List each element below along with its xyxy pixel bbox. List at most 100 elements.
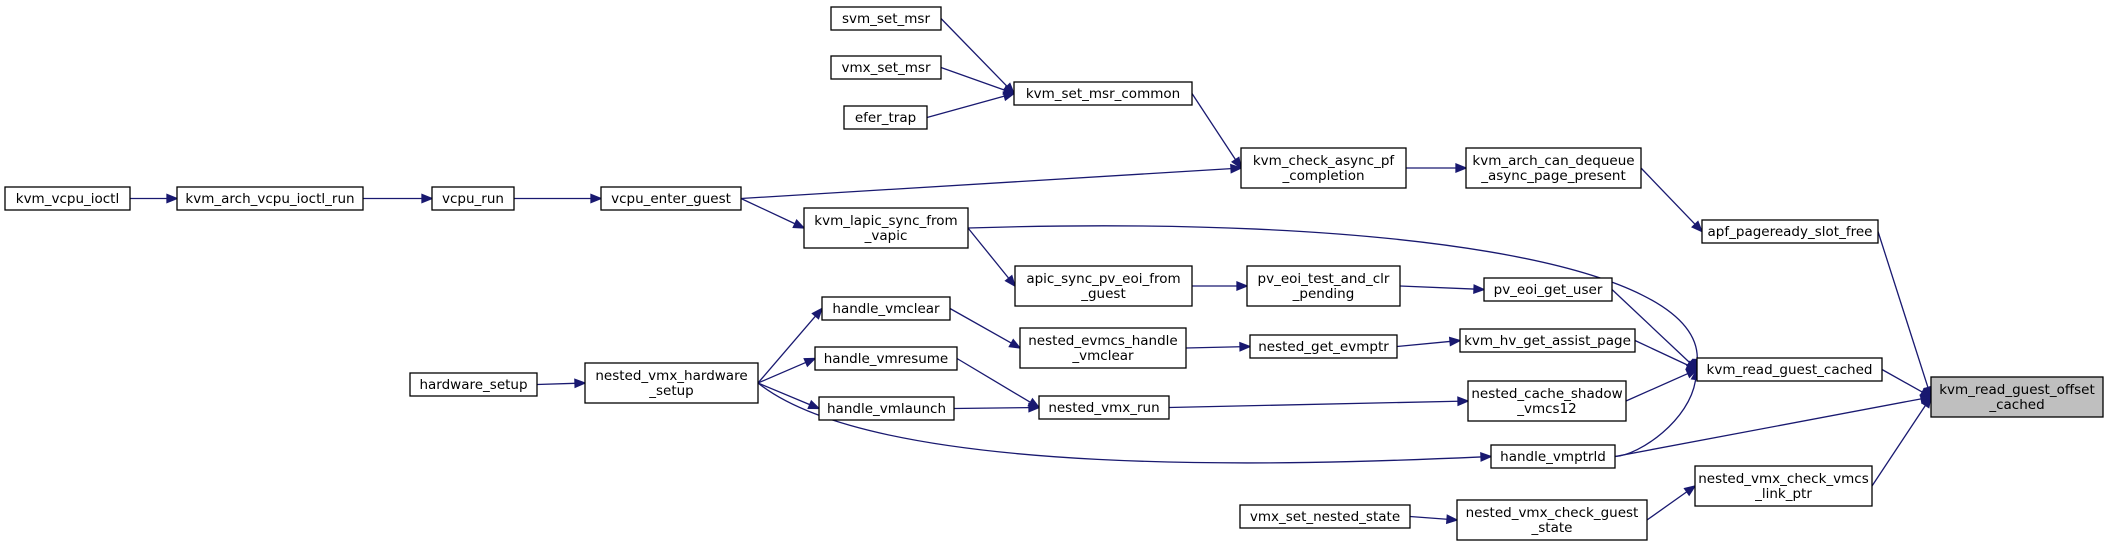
arrowhead-icon <box>792 218 806 229</box>
arrowhead-icon <box>811 307 824 320</box>
node-nested-get-evmptr[interactable]: nested_get_evmptr <box>1249 334 1398 359</box>
node-kvm-arch-can-dequeue-async-page-present[interactable]: kvm_arch_can_dequeue_async_page_present <box>1465 147 1642 189</box>
node-label: handle_vmresume <box>824 351 949 367</box>
node-box <box>1013 81 1193 106</box>
node-kvm-read-guest-offset-cached[interactable]: kvm_read_guest_offset_cached <box>1930 376 2104 418</box>
node-nested-evmcs-handle-vmclear[interactable]: nested_evmcs_handle_vmclear <box>1019 327 1187 369</box>
edge-line <box>1168 400 1459 409</box>
node-label: kvm_vcpu_ioctl <box>16 191 119 207</box>
node-vmx-set-nested-state[interactable]: vmx_set_nested_state <box>1239 504 1411 529</box>
arrowhead-icon <box>1004 274 1017 288</box>
node-box <box>176 186 364 211</box>
node-kvm-vcpu-ioctl[interactable]: kvm_vcpu_ioctl <box>4 186 131 211</box>
edge-vcpu_enter_guest-to-kvm_check_async_pf_completion <box>740 163 1243 200</box>
node-box <box>584 362 759 404</box>
node-label: efer_trap <box>855 110 916 126</box>
node-label: handle_vmptrld <box>1500 449 1606 465</box>
node-box <box>843 105 928 130</box>
node-label: kvm_set_msr_common <box>1026 86 1180 102</box>
node-box <box>803 207 969 249</box>
node-efer-trap[interactable]: efer_trap <box>843 105 928 130</box>
node-box <box>1696 357 1883 382</box>
node-handle-vmclear[interactable]: handle_vmclear <box>821 296 951 321</box>
arrowhead-icon <box>807 399 821 410</box>
edge-line <box>949 307 1012 344</box>
edge-line <box>1399 285 1475 290</box>
edge-vmx_set_msr-to-kvm_set_msr_common <box>940 66 1016 95</box>
edge-nested_vmx_hardware_setup-to-handle_vmlaunch <box>757 382 821 410</box>
edge-line <box>967 225 1698 360</box>
node-box <box>431 186 515 211</box>
node-kvm-read-guest-cached[interactable]: kvm_read_guest_cached <box>1696 357 1883 382</box>
edge-line <box>1881 368 1923 393</box>
edge-handle_vmclear-to-nested_evmcs_handle_vmclear <box>949 307 1022 349</box>
node-hardware-setup[interactable]: hardware_setup <box>409 372 538 397</box>
arrowhead-icon <box>803 357 817 368</box>
node-label: _vapic <box>864 228 908 244</box>
node-kvm-arch-vcpu-ioctl-run[interactable]: kvm_arch_vcpu_ioctl_run <box>176 186 364 211</box>
arrowhead-icon <box>1446 514 1459 525</box>
node-handle-vmresume[interactable]: handle_vmresume <box>814 346 958 371</box>
node-box <box>1014 265 1193 307</box>
edge-handle_vmptrld-to-kvm_read_guest_offset_cached <box>1614 394 1933 458</box>
edge-kvm_arch_can_dequeue_async_page_present-to-apf_pageready_slot_free <box>1640 167 1704 233</box>
node-label: handle_vmlaunch <box>827 401 946 417</box>
arrowhead-icon <box>421 193 434 204</box>
edge-line <box>1191 93 1237 161</box>
edge-nested_vmx_hardware_setup-to-handle_vmptrld <box>757 382 1493 464</box>
edge-kvm_set_msr_common-to-kvm_check_async_pf_completion <box>1191 93 1242 170</box>
edge-apic_sync_pv_eoi_from_guest-to-pv_eoi_test_and_clr_pending <box>1192 281 1249 291</box>
node-label: nested_cache_shadow <box>1471 386 1622 402</box>
node-vmx-set-msr[interactable]: vmx_set_msr <box>830 55 942 80</box>
arrowhead-icon <box>1685 368 1699 379</box>
edge-kvm_check_async_pf_completion-to-kvm_arch_can_dequeue_async_page_present <box>1406 163 1468 173</box>
node-kvm-check-async-pf-completion[interactable]: kvm_check_async_pf_completion <box>1240 147 1407 189</box>
node-pv-eoi-test-and-clr-pending[interactable]: pv_eoi_test_and_clr_pending <box>1246 265 1401 307</box>
node-kvm-lapic-sync-from-vapic[interactable]: kvm_lapic_sync_from_vapic <box>803 207 969 249</box>
node-nested-vmx-check-guest-state[interactable]: nested_vmx_check_guest_state <box>1456 499 1648 541</box>
node-pv-eoi-get-user[interactable]: pv_eoi_get_user <box>1483 277 1613 302</box>
node-label: _link_ptr <box>1754 486 1812 502</box>
node-vcpu-run[interactable]: vcpu_run <box>431 186 515 211</box>
node-label: _vmcs12 <box>1516 401 1577 417</box>
node-handle-vmptrld[interactable]: handle_vmptrld <box>1490 444 1616 469</box>
node-label: pv_eoi_test_and_clr <box>1258 271 1390 287</box>
edge-line <box>1396 340 1451 348</box>
node-box <box>600 186 742 211</box>
node-apic-sync-pv-eoi-from-guest[interactable]: apic_sync_pv_eoi_from_guest <box>1014 265 1193 307</box>
edge-kvm_vcpu_ioctl-to-kvm_arch_vcpu_ioctl_run <box>130 193 179 204</box>
node-label: nested_evmcs_handle <box>1028 333 1177 349</box>
node-box <box>1467 380 1627 422</box>
arrowhead-icon <box>1002 91 1016 102</box>
node-vcpu-enter-guest[interactable]: vcpu_enter_guest <box>600 186 742 211</box>
node-label: kvm_hv_get_assist_page <box>1464 333 1631 349</box>
edge-line <box>956 357 1031 403</box>
edge-line <box>953 406 1030 410</box>
node-box <box>1019 327 1187 369</box>
node-box <box>1701 219 1879 244</box>
edge-line <box>757 382 1482 464</box>
node-box <box>1239 504 1411 529</box>
edge-nested_get_evmptr-to-kvm_hv_get_assist_page <box>1396 336 1462 348</box>
node-label: kvm_arch_vcpu_ioctl_run <box>185 191 354 207</box>
node-nested-vmx-hardware-setup[interactable]: nested_vmx_hardware_setup <box>584 362 759 404</box>
node-kvm-set-msr-common[interactable]: kvm_set_msr_common <box>1013 81 1193 106</box>
edge-efer_trap-to-kvm_set_msr_common <box>926 91 1016 119</box>
edge-line <box>1634 339 1689 366</box>
edge-line <box>536 382 576 386</box>
edge-line <box>1185 346 1241 349</box>
node-box <box>814 346 958 371</box>
node-svm-set-msr[interactable]: svm_set_msr <box>830 6 942 31</box>
node-apf-pageready-slot-free[interactable]: apf_pageready_slot_free <box>1701 219 1879 244</box>
node-handle-vmlaunch[interactable]: handle_vmlaunch <box>818 396 955 421</box>
edge-line <box>1614 379 1697 458</box>
arrowhead-icon <box>1239 341 1252 352</box>
node-label: apic_sync_pv_eoi_from <box>1026 271 1180 287</box>
node-kvm-hv-get-assist-page[interactable]: kvm_hv_get_assist_page <box>1459 328 1636 353</box>
node-nested-cache-shadow-vmcs12[interactable]: nested_cache_shadow_vmcs12 <box>1467 380 1627 422</box>
edge-kvm_arch_vcpu_ioctl_run-to-vcpu_run <box>363 193 434 204</box>
node-nested-vmx-check-vmcs-link-ptr[interactable]: nested_vmx_check_vmcs_link_ptr <box>1694 465 1873 507</box>
node-label: nested_vmx_run <box>1048 400 1159 416</box>
node-box <box>1465 147 1642 189</box>
node-nested-vmx-run[interactable]: nested_vmx_run <box>1038 395 1170 420</box>
